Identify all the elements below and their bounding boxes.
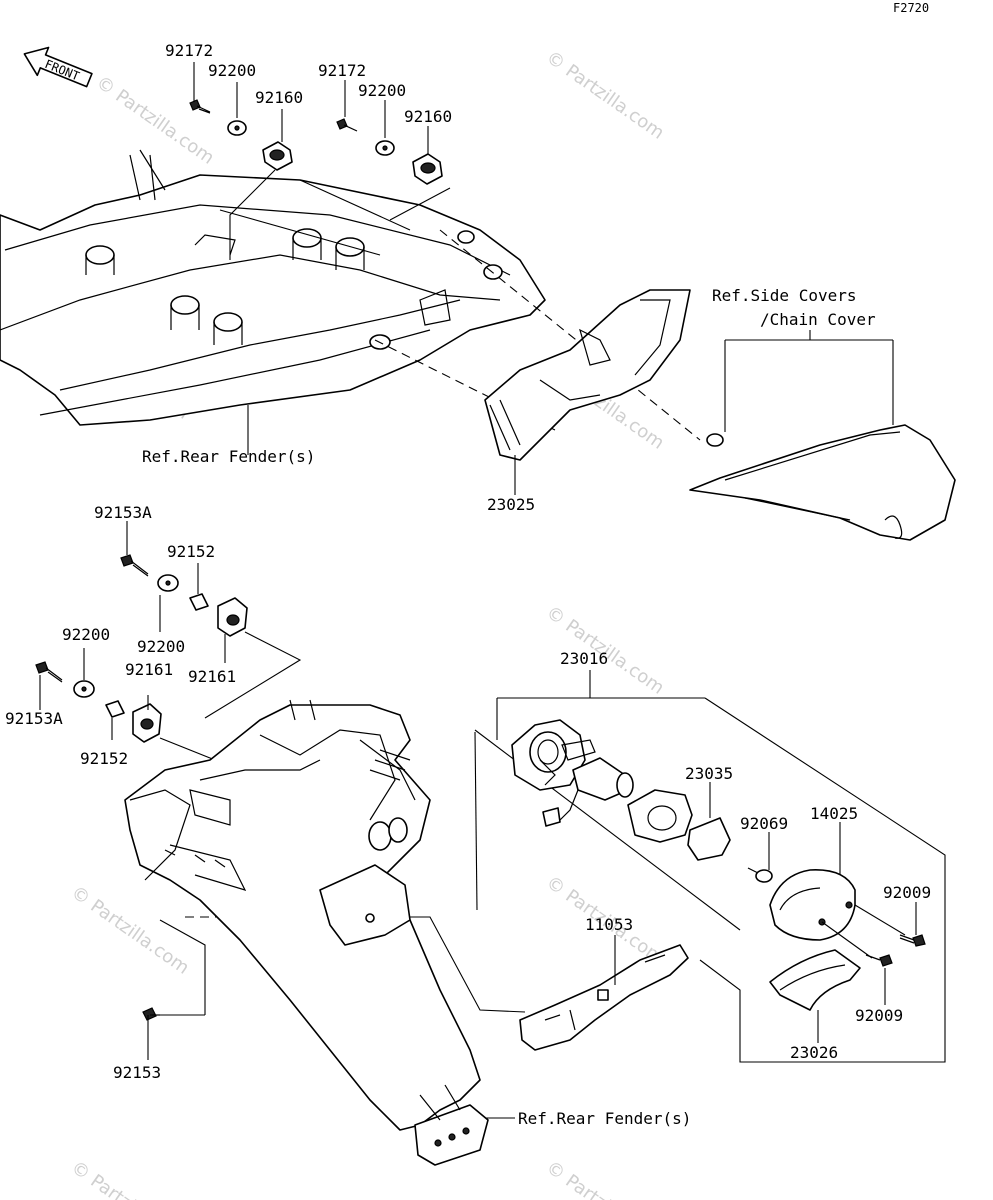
screw-icon	[336, 118, 358, 132]
part-number-92200: 92200	[62, 625, 110, 644]
figure-code: F2720	[893, 1, 929, 15]
grommet-icon	[132, 703, 162, 743]
part-number-92200: 92200	[358, 81, 406, 100]
ref-side-covers-label: Ref.Side Covers	[712, 286, 857, 305]
rear-fender	[124, 699, 489, 1166]
part-number-92160: 92160	[255, 88, 303, 107]
screw-92069	[747, 867, 773, 883]
fasteners-bottom-left	[35, 554, 248, 1021]
part-number-92153A: 92153A	[94, 503, 152, 522]
grommet-icon	[262, 141, 293, 171]
watermark: © Partzilla.com	[542, 1157, 668, 1200]
ref-chain-cover-label: /Chain Cover	[760, 310, 876, 329]
watermark: © Partzilla.com	[67, 1157, 193, 1200]
part-number-92009: 92009	[883, 883, 931, 902]
bolt-icon	[35, 661, 63, 683]
screw-icon	[189, 99, 211, 114]
part-number-92160: 92160	[404, 107, 452, 126]
bulb-socket	[542, 757, 634, 827]
part-number-14025: 14025	[810, 804, 858, 823]
part-number-92161: 92161	[125, 660, 173, 679]
watermark: © Partzilla.com	[542, 47, 668, 144]
part-number-23026: 23026	[790, 1043, 838, 1062]
side-cover	[689, 424, 956, 541]
lens-14025	[769, 869, 856, 941]
collar-icon	[189, 593, 209, 611]
lens-cover-23026	[769, 949, 861, 1011]
bottom-right-leaders	[614, 782, 917, 1043]
part-number-23035: 23035	[685, 764, 733, 783]
bracket-11053	[519, 944, 689, 1051]
collar-icon	[105, 700, 125, 718]
part-number-23016: 23016	[560, 649, 608, 668]
grommet-icon	[412, 153, 443, 185]
bolt-icon	[142, 1007, 160, 1021]
part-number-92152: 92152	[80, 749, 128, 768]
screws-92009	[865, 934, 926, 967]
bulb-holder-23035	[627, 789, 731, 861]
watermark: © Partzilla.com	[67, 882, 193, 979]
part-number-92069: 92069	[740, 814, 788, 833]
part-number-92161: 92161	[188, 667, 236, 686]
watermark: © Partzilla.com	[92, 72, 218, 169]
part-number-92172: 92172	[318, 61, 366, 80]
part-number-92172: 92172	[165, 41, 213, 60]
front-arrow-icon: FRONT	[23, 46, 93, 88]
ref-rear-fender-bottom-label: Ref.Rear Fender(s)	[518, 1109, 691, 1128]
license-light-23016	[511, 719, 596, 791]
bolt-icon	[120, 554, 149, 577]
part-number-92153A: 92153A	[5, 709, 63, 728]
fasteners-top-left	[189, 99, 443, 185]
part-number-92009: 92009	[855, 1006, 903, 1025]
rear-frame	[0, 149, 546, 426]
side-cover-leader	[724, 330, 894, 432]
tail-light-23025	[484, 289, 724, 461]
part-number-92200: 92200	[137, 637, 185, 656]
part-number-92200: 92200	[208, 61, 256, 80]
part-number-23025: 23025	[487, 495, 535, 514]
ref-rear-fender-label: Ref.Rear Fender(s)	[142, 447, 315, 466]
grommet-icon	[217, 597, 248, 637]
part-number-92152: 92152	[167, 542, 215, 561]
part-number-92153: 92153	[113, 1063, 161, 1082]
part-number-11053: 11053	[585, 915, 633, 934]
